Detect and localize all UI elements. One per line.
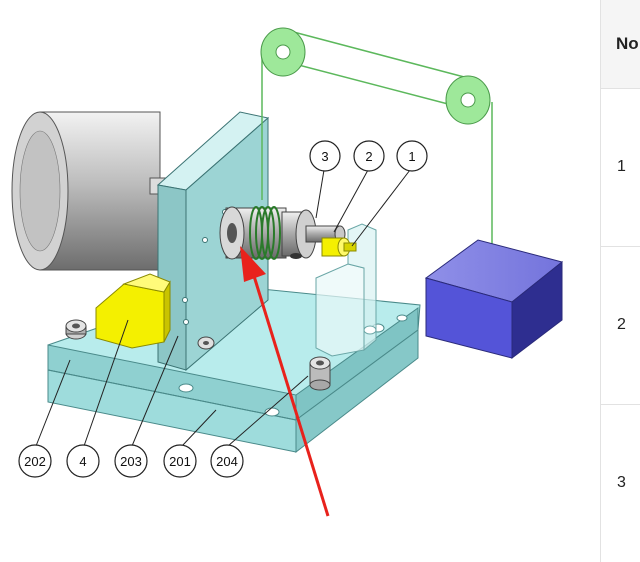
table-row-number: 2 xyxy=(617,316,626,333)
callout-2-label: 2 xyxy=(365,149,372,164)
table-row: 2 xyxy=(601,246,640,405)
pulley-left xyxy=(260,27,306,77)
callout-1: 1 xyxy=(396,140,428,172)
motor xyxy=(11,111,173,271)
leader-lines xyxy=(35,169,411,447)
callout-201-label: 201 xyxy=(169,454,191,469)
table-row-number: 1 xyxy=(617,158,626,175)
table-row: 3 xyxy=(601,404,640,562)
table-header-label: No xyxy=(616,34,639,53)
yellow-block-4 xyxy=(95,273,171,349)
callouts-bottom: 202 4 203 201 204 xyxy=(18,444,244,478)
weight-block xyxy=(424,239,564,360)
callout-3: 3 xyxy=(309,140,341,172)
callout-201: 201 xyxy=(163,444,197,478)
pulley-right xyxy=(445,75,491,125)
callout-1-label: 1 xyxy=(408,149,415,164)
table-row-number: 3 xyxy=(617,474,626,491)
table-row: 1 xyxy=(601,88,640,247)
callout-204: 204 xyxy=(210,444,244,478)
yellow-bushing xyxy=(321,237,357,257)
callout-4: 4 xyxy=(66,444,100,478)
spring xyxy=(249,206,281,260)
side-table: No 1 2 3 xyxy=(600,0,640,562)
support-bracket-204 xyxy=(315,223,377,357)
screw-202 xyxy=(65,319,87,340)
callout-202: 202 xyxy=(18,444,52,478)
assembly-diagram: 3 2 1 202 4 203 201 204 xyxy=(11,27,564,517)
callout-204-label: 204 xyxy=(216,454,238,469)
callouts-top: 3 2 1 xyxy=(309,140,428,172)
callout-202-label: 202 xyxy=(24,454,46,469)
callout-4-label: 4 xyxy=(79,454,86,469)
callout-203: 203 xyxy=(114,444,148,478)
callout-2: 2 xyxy=(353,140,385,172)
callout-3-label: 3 xyxy=(321,149,328,164)
table-header: No xyxy=(601,0,640,89)
shaft-coupling xyxy=(219,206,357,260)
callout-203-label: 203 xyxy=(120,454,142,469)
red-arrow xyxy=(240,246,330,517)
screw-204 xyxy=(309,356,331,391)
